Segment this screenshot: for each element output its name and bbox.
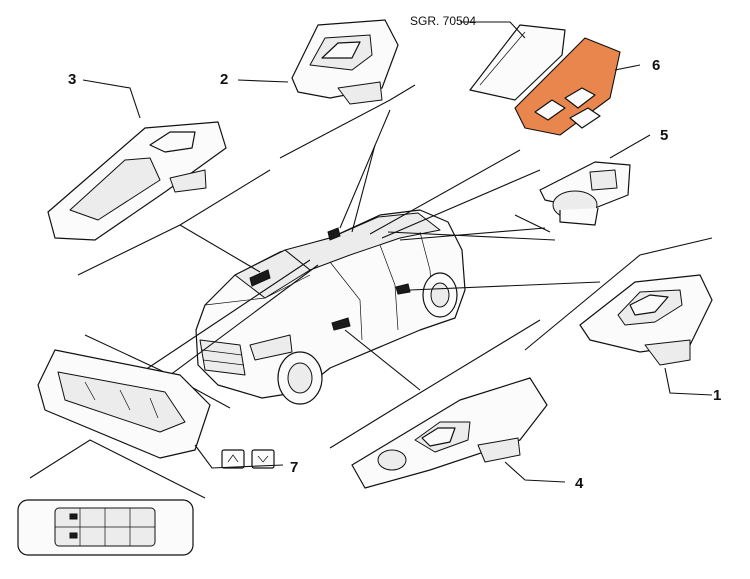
callout-7-label: 7 xyxy=(290,459,298,476)
callout-6-label: 6 xyxy=(652,57,660,74)
callout-leaders xyxy=(82,21,713,483)
part-6-highlighted-switch xyxy=(514,37,621,136)
callout-1-label: 1 xyxy=(713,387,721,404)
leader-lines xyxy=(29,84,713,499)
part-7-roof-console xyxy=(17,349,275,556)
callout-3-label: 3 xyxy=(68,71,76,88)
car-illustration xyxy=(195,209,466,405)
cover-panel xyxy=(469,24,566,101)
callout-4-label: 4 xyxy=(575,475,584,492)
part-4-door-panel xyxy=(351,377,548,489)
part-1-window-switch xyxy=(579,274,713,366)
callout-5-label: 5 xyxy=(660,127,668,144)
reference-code-label: SGR. 70504 xyxy=(410,14,476,28)
callout-2-label: 2 xyxy=(220,71,228,88)
part-3-armrest-switch xyxy=(47,121,227,241)
part-2-window-switch xyxy=(291,19,399,105)
part-5-center-switch xyxy=(539,161,631,226)
